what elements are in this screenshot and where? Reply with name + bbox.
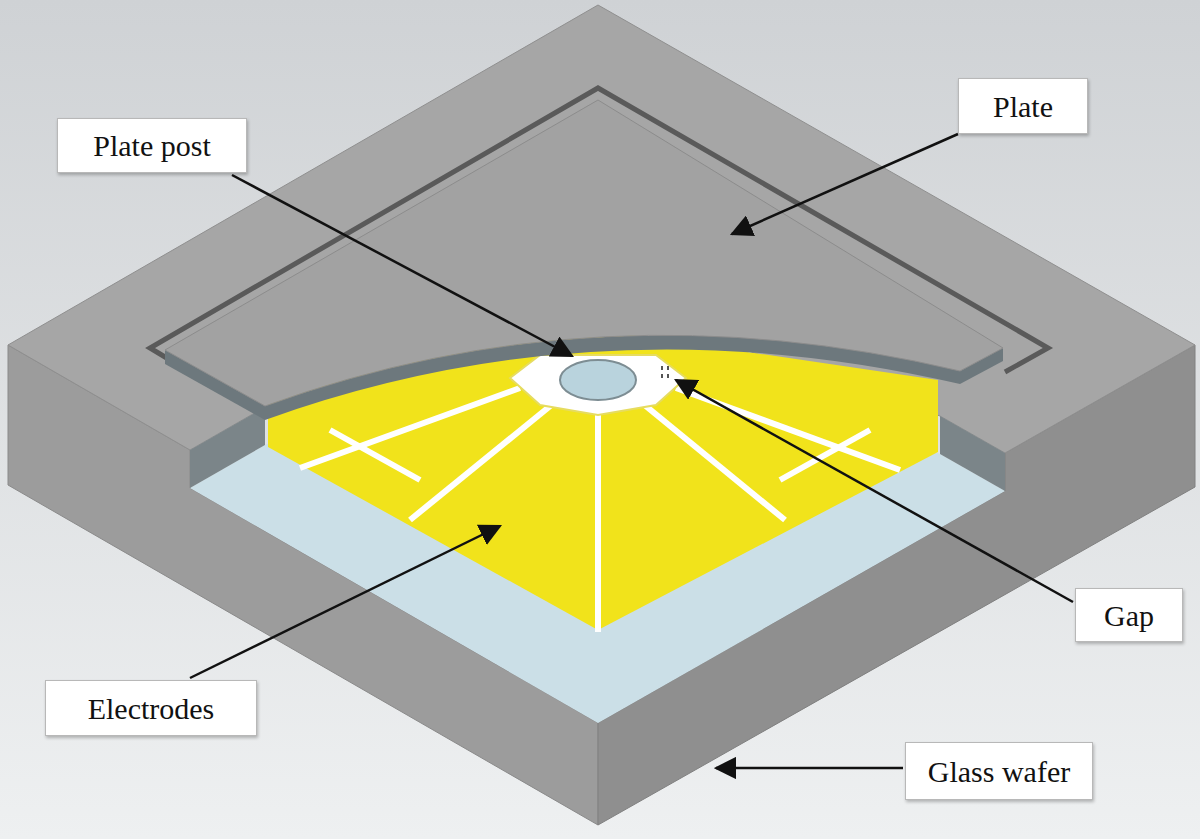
callout-box: Gap (1075, 588, 1183, 642)
gap-mark (661, 366, 663, 370)
callout-box: Glass wafer (905, 742, 1093, 800)
gap-marks (662, 366, 668, 378)
callout-label: Glass wafer (928, 755, 1070, 788)
callout-label: Electrodes (88, 692, 215, 725)
electrode-gap (330, 430, 420, 480)
cut-face (940, 416, 1005, 491)
electrode-gaps (300, 388, 900, 632)
leader-line (232, 175, 572, 356)
callout-box: Electrodes (45, 680, 257, 736)
electrode-gap (300, 388, 520, 468)
leader-line (716, 767, 903, 770)
electrode-gap (780, 430, 870, 480)
plate-post (560, 360, 636, 400)
gap-mark (667, 374, 669, 378)
leader-line (676, 380, 1073, 602)
cut-face (190, 407, 265, 488)
callout-box: Plate (958, 78, 1088, 134)
electrode-gap (636, 398, 785, 520)
callout-label: Gap (1104, 599, 1154, 632)
callout-label: Plate (993, 90, 1053, 123)
leader-line (732, 134, 958, 234)
plate (165, 100, 1003, 406)
electrode-gap (595, 400, 601, 632)
post-pad (510, 355, 686, 415)
gap-mark (661, 374, 663, 378)
gap-mark (667, 366, 669, 370)
leader-line (190, 526, 500, 678)
callout-label: Plate post (93, 129, 211, 162)
electrode-gap (410, 398, 560, 520)
callout-box: Plate post (57, 118, 247, 173)
wafer-top-face (8, 5, 1195, 453)
leader-lines (190, 134, 1073, 768)
